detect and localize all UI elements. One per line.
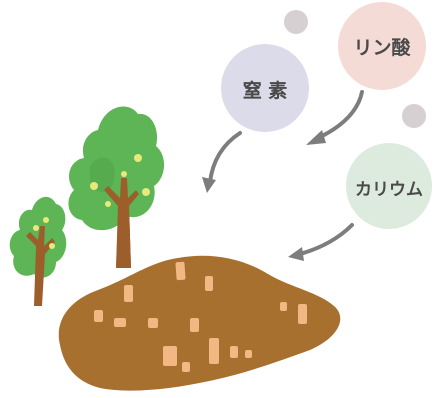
phosphoric-acid-bubble xyxy=(338,2,426,90)
nitrogen-bubble xyxy=(221,44,309,132)
small-dot-top xyxy=(284,10,308,34)
small-dot-right xyxy=(402,104,426,128)
nitrogen-label: 窒 素 xyxy=(242,80,288,102)
tree-icon xyxy=(68,106,165,268)
soil-mound-icon xyxy=(58,255,341,391)
tree-icon xyxy=(9,196,67,306)
arrow-from-nitrogen xyxy=(202,131,242,193)
phosphoric-acid-label: リン酸 xyxy=(353,37,411,59)
potassium-bubble xyxy=(346,143,432,229)
arrow-from-phosphoric-acid xyxy=(306,90,364,145)
arrow-from-potassium xyxy=(288,223,354,261)
potassium-label: カリウム xyxy=(355,180,423,200)
